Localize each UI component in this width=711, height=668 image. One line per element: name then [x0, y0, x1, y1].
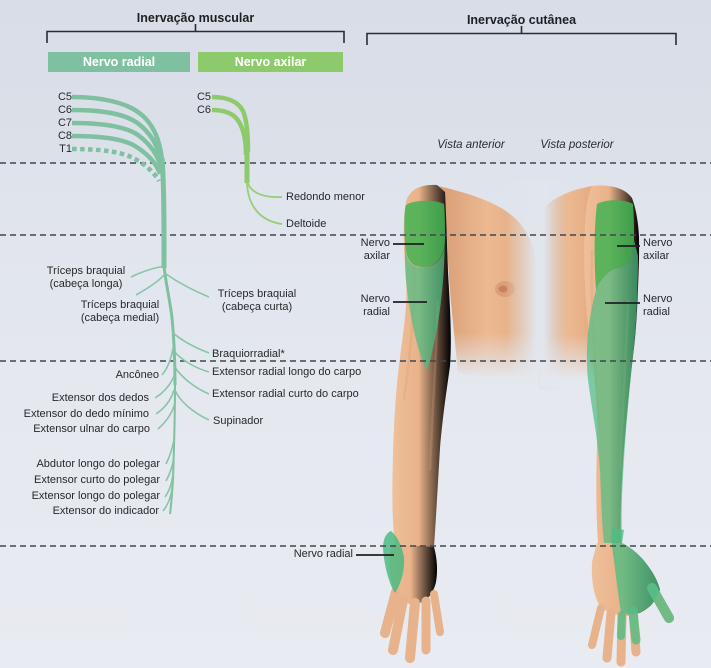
- muscle-label-deltoide: Deltoide: [286, 218, 327, 230]
- dashed-level-lines: [0, 162, 711, 547]
- posterior-hand-radial-area: [611, 528, 660, 614]
- radial-nerve-tree: [71, 94, 210, 515]
- cutaneous-label-nervo-radial-anterior: Nervo radial: [360, 293, 390, 318]
- muscle-label-triceps-cabeca-medial: Tríceps braquial (cabeça medial): [80, 299, 160, 324]
- legend-nervo-axilar: Nervo axilar: [198, 52, 343, 72]
- radial-root-c6: C6: [57, 104, 72, 116]
- muscle-label-anconeo: Ancôneo: [115, 369, 159, 381]
- posterior-axillary-area: [594, 200, 634, 290]
- radial-root-c5: C5: [57, 91, 72, 103]
- radial-root-c7: C7: [57, 117, 72, 129]
- muscle-label-triceps-cabeca-curta: Tríceps braquial (cabeça curta): [217, 288, 297, 313]
- muscle-label-extensor-curto-polegar: Extensor curto do polegar: [34, 474, 160, 486]
- anterior-axillary-area: [404, 200, 445, 267]
- section-brackets: [46, 24, 677, 45]
- anterior-figure: [380, 180, 546, 663]
- muscle-label-extensor-radial-longo-carpo: Extensor radial longo do carpo: [212, 366, 362, 378]
- leader-lines: [356, 243, 640, 556]
- muscle-label-supinador: Supinador: [213, 415, 264, 427]
- anterior-radial-area: [405, 240, 445, 371]
- cutaneous-label-nervo-radial-posterior: Nervo radial: [643, 293, 673, 318]
- muscle-label-extensor-radial-curto-carpo: Extensor radial curto do carpo: [212, 388, 359, 400]
- cutaneous-label-nervo-axilar-posterior: Nervo axilar: [643, 237, 673, 262]
- posterior-radial-area: [586, 240, 638, 543]
- muscle-label-extensor-ulnar-carpo: Extensor ulnar do carpo: [33, 423, 150, 435]
- muscle-label-extensor-dos-dedos: Extensor dos dedos: [51, 392, 149, 404]
- axillary-nerve-tree: [211, 94, 283, 225]
- axillary-root-c5: C5: [196, 91, 211, 103]
- muscle-label-extensor-indicador: Extensor do indicador: [52, 505, 159, 517]
- muscle-label-braquiorradial: Braquiorradial*: [212, 348, 285, 360]
- cutaneous-label-nervo-axilar-anterior: Nervo axilar: [360, 237, 390, 262]
- anterior-hand-radial-area: [383, 531, 405, 593]
- posterior-hand-finger-areas: [617, 583, 674, 645]
- section-title-cutanea: Inervação cutânea: [466, 13, 577, 27]
- axillary-root-c6: C6: [196, 104, 211, 116]
- view-label-anterior: Vista anterior: [437, 139, 505, 151]
- radial-root-c8: C8: [57, 130, 72, 142]
- cutaneous-label-nervo-radial-hand: Nervo radial: [293, 548, 353, 560]
- view-label-posterior: Vista posterior: [540, 139, 614, 151]
- muscle-label-abdutor-longo-polegar: Abdutor longo do polegar: [36, 458, 160, 470]
- anterior-hand-fingers: [380, 587, 444, 663]
- muscle-label-extensor-longo-polegar: Extensor longo do polegar: [31, 490, 160, 502]
- radial-root-t1: T1: [59, 143, 72, 155]
- legend-nervo-radial: Nervo radial: [48, 52, 190, 72]
- muscle-label-triceps-cabeca-longa: Tríceps braquial (cabeça longa): [46, 265, 126, 290]
- muscle-label-redondo-menor: Redondo menor: [286, 191, 365, 203]
- t1-dashed-root: [71, 146, 161, 183]
- section-title-muscular: Inervação muscular: [136, 11, 255, 25]
- muscle-label-extensor-dedo-minimo: Extensor do dedo mínimo: [23, 408, 149, 420]
